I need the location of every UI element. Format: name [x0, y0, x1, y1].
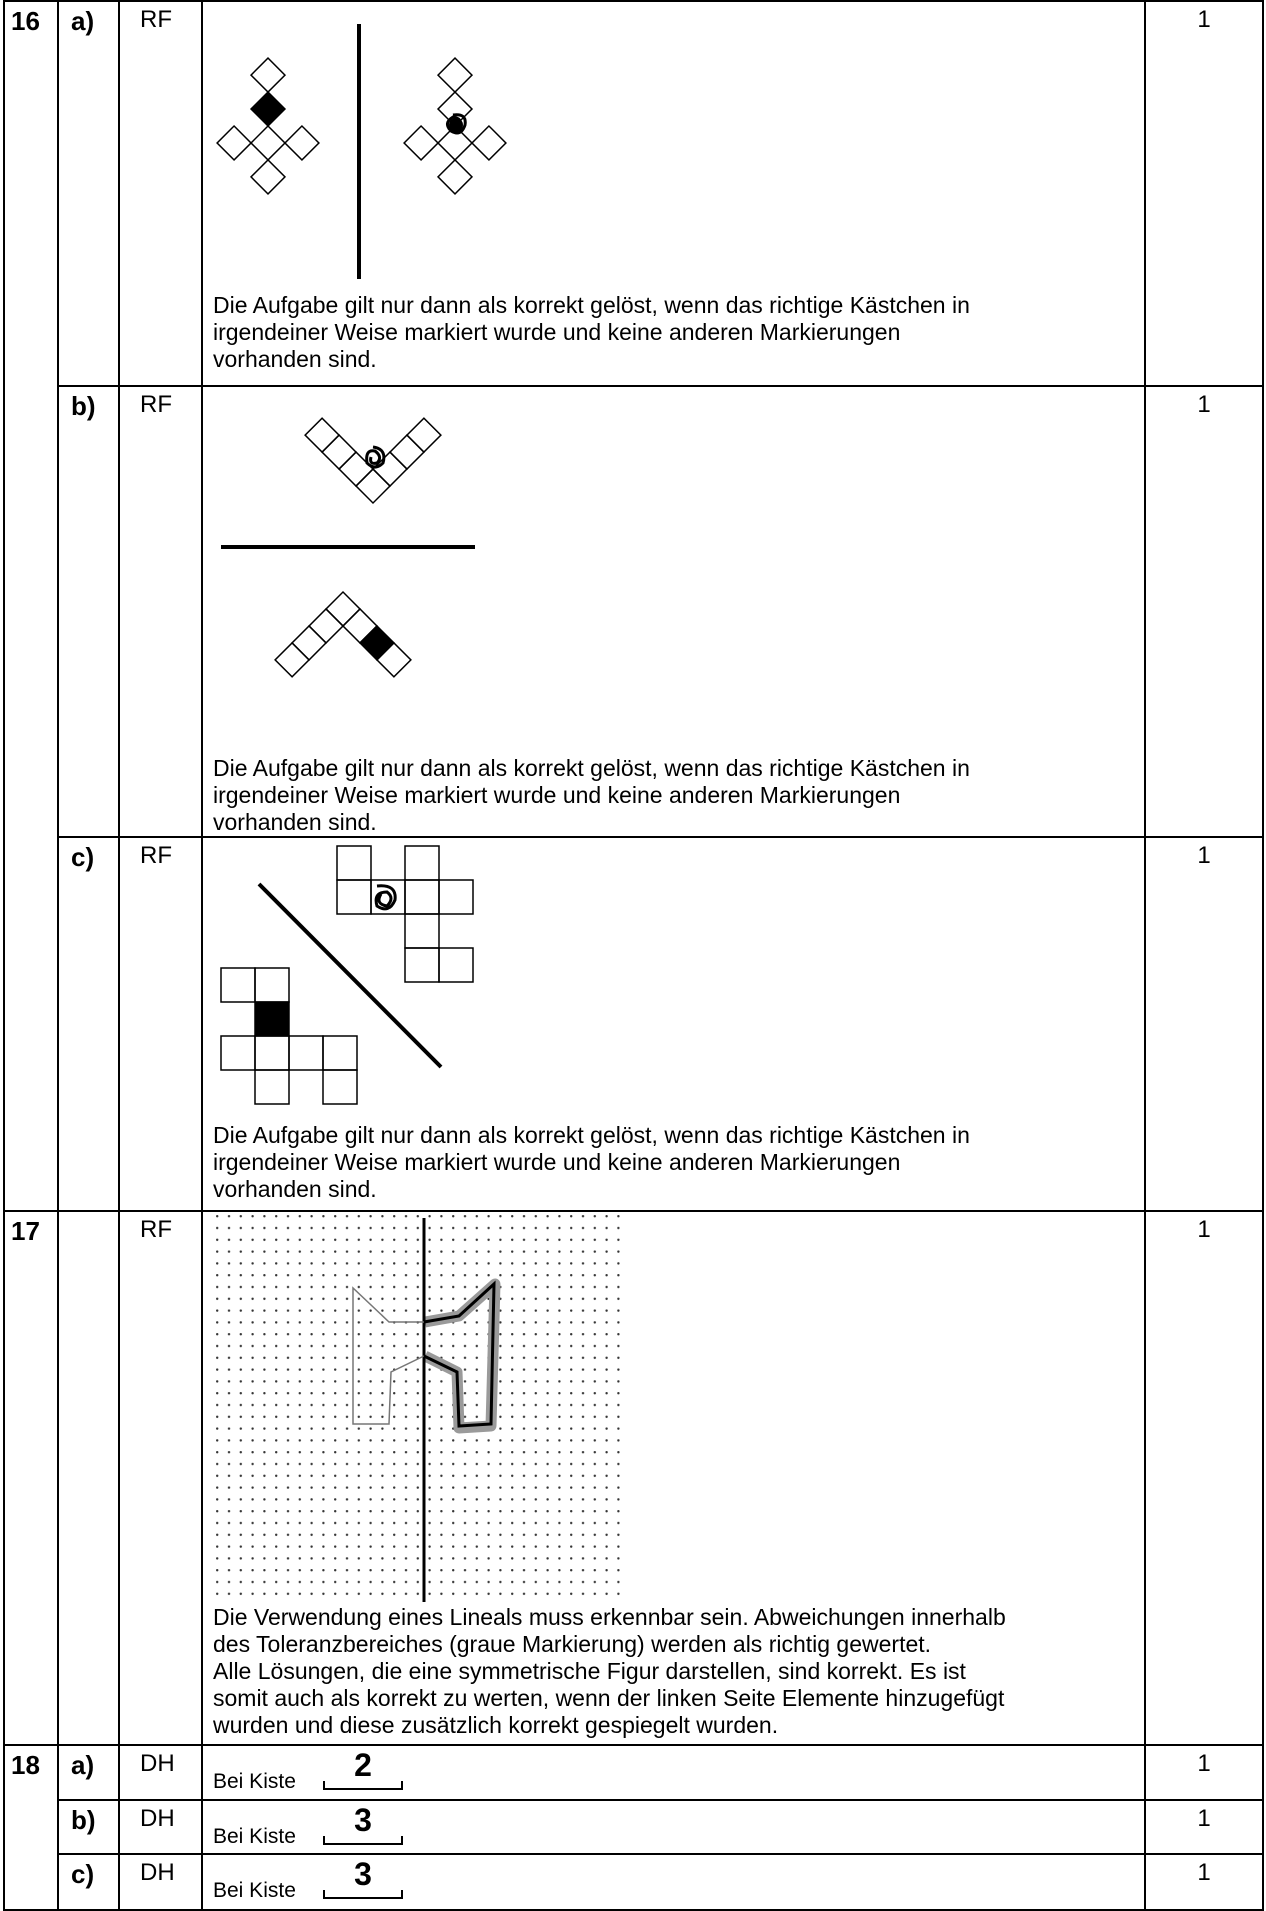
- task-number: 18: [3, 1744, 59, 1911]
- category-code: DH: [118, 1744, 203, 1801]
- answer-line: Bei Kiste 3: [213, 1855, 1138, 1905]
- points: 1: [1144, 1853, 1264, 1911]
- solution-cell: Die Aufgabe gilt nur dann als korrekt ge…: [201, 836, 1146, 1212]
- task-number: 16: [3, 0, 59, 1212]
- solution-cell: Die Aufgabe gilt nur dann als korrekt ge…: [201, 0, 1146, 387]
- answer-value: 3: [354, 1802, 372, 1838]
- answer-box: 3: [323, 1857, 403, 1899]
- answer-box: 2: [323, 1748, 403, 1790]
- marking-note: Die Aufgabe gilt nur dann als korrekt ge…: [213, 755, 970, 835]
- points: 1: [1144, 0, 1264, 387]
- category-code: RF: [118, 836, 203, 1212]
- subtask-label: a): [57, 1744, 120, 1801]
- points: 1: [1144, 1210, 1264, 1746]
- answer-label: Bei Kiste: [213, 1770, 296, 1793]
- mirror-figure-16c: [220, 845, 474, 1105]
- subtask-label: c): [57, 836, 120, 1212]
- table-row: 17 RF Die Verwendung ei: [3, 1210, 1264, 1746]
- marking-scheme-table: 16 a) RF: [3, 0, 1264, 1911]
- answer-box: 3: [323, 1803, 403, 1845]
- marking-note: Die Verwendung eines Lineals muss erkenn…: [213, 1604, 1006, 1738]
- answer-line: Bei Kiste 2: [213, 1746, 1138, 1796]
- table-row: c) DH Bei Kiste 3 1: [4, 1853, 1264, 1911]
- table-row: b) RF: [4, 385, 1264, 838]
- table-row: 18 a) DH Bei Kiste 2 1: [3, 1744, 1264, 1911]
- points: 1: [1144, 1744, 1264, 1801]
- subtask-label: b): [57, 385, 120, 838]
- marking-note: Die Aufgabe gilt nur dann als korrekt ge…: [213, 292, 970, 372]
- answer-line: Bei Kiste 3: [213, 1801, 1138, 1851]
- category-code: DH: [118, 1799, 203, 1855]
- category-code: RF: [118, 0, 203, 387]
- mirror-figure-16a: [216, 24, 507, 279]
- answer-label: Bei Kiste: [213, 1825, 296, 1848]
- task-number: 17: [3, 1210, 59, 1746]
- category-code: DH: [118, 1853, 203, 1911]
- solution-cell: Bei Kiste 3: [201, 1853, 1146, 1911]
- answer-value: 2: [354, 1747, 372, 1783]
- subtask-label: [57, 1210, 120, 1746]
- solution-cell: Bei Kiste 2: [201, 1744, 1146, 1801]
- answer-label: Bei Kiste: [213, 1879, 296, 1902]
- points: 1: [1144, 385, 1264, 838]
- points: 1: [1144, 836, 1264, 1212]
- scribble-mark: [374, 884, 397, 911]
- category-code: RF: [118, 385, 203, 838]
- marking-note: Die Aufgabe gilt nur dann als korrekt ge…: [213, 1122, 970, 1202]
- subtask-label: b): [57, 1799, 120, 1855]
- solution-cell: Die Aufgabe gilt nur dann als korrekt ge…: [201, 385, 1146, 838]
- scribble-mark: [365, 445, 386, 469]
- table-row: 16 a) RF: [3, 0, 1264, 1212]
- table-row: c) RF: [4, 836, 1264, 1212]
- subtask-label: a): [57, 0, 120, 387]
- symmetry-dot-grid-figure: [213, 1212, 625, 1604]
- subtask-label: c): [57, 1853, 120, 1911]
- category-code: RF: [118, 1210, 203, 1746]
- solution-cell: Die Verwendung eines Lineals muss erkenn…: [201, 1210, 1146, 1746]
- points: 1: [1144, 1799, 1264, 1855]
- solution-cell: Bei Kiste 3: [201, 1799, 1146, 1855]
- mirror-figure-16b: [221, 417, 475, 678]
- answer-value: 3: [354, 1856, 372, 1892]
- table-row: b) DH Bei Kiste 3 1: [4, 1799, 1264, 1855]
